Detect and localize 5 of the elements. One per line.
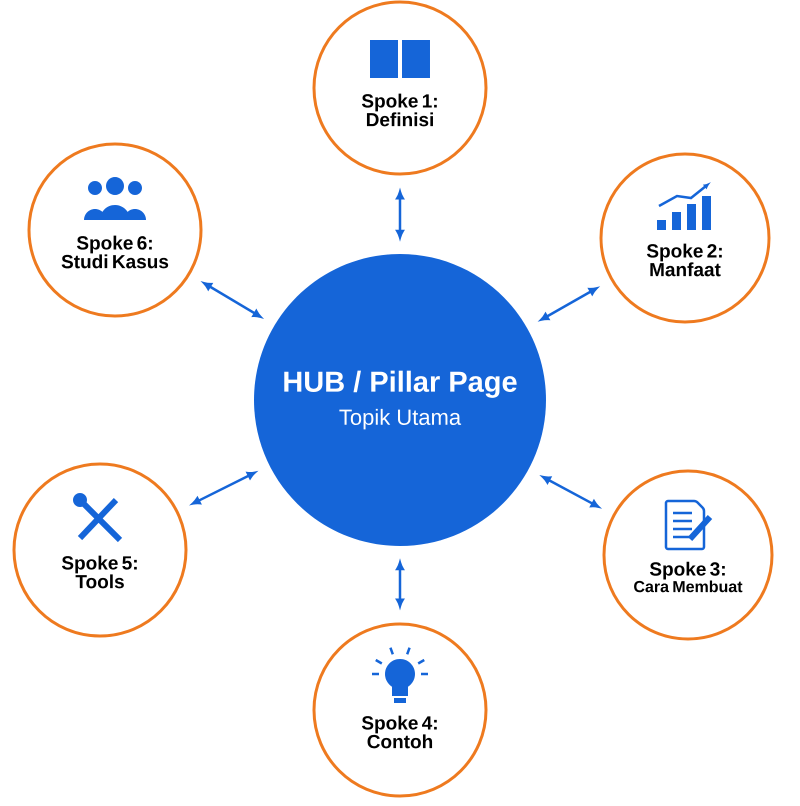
double-arrow xyxy=(542,476,600,508)
double-arrow xyxy=(396,190,404,239)
double-arrow xyxy=(203,282,262,318)
double-arrow xyxy=(192,472,256,505)
double-arrow xyxy=(540,287,598,321)
